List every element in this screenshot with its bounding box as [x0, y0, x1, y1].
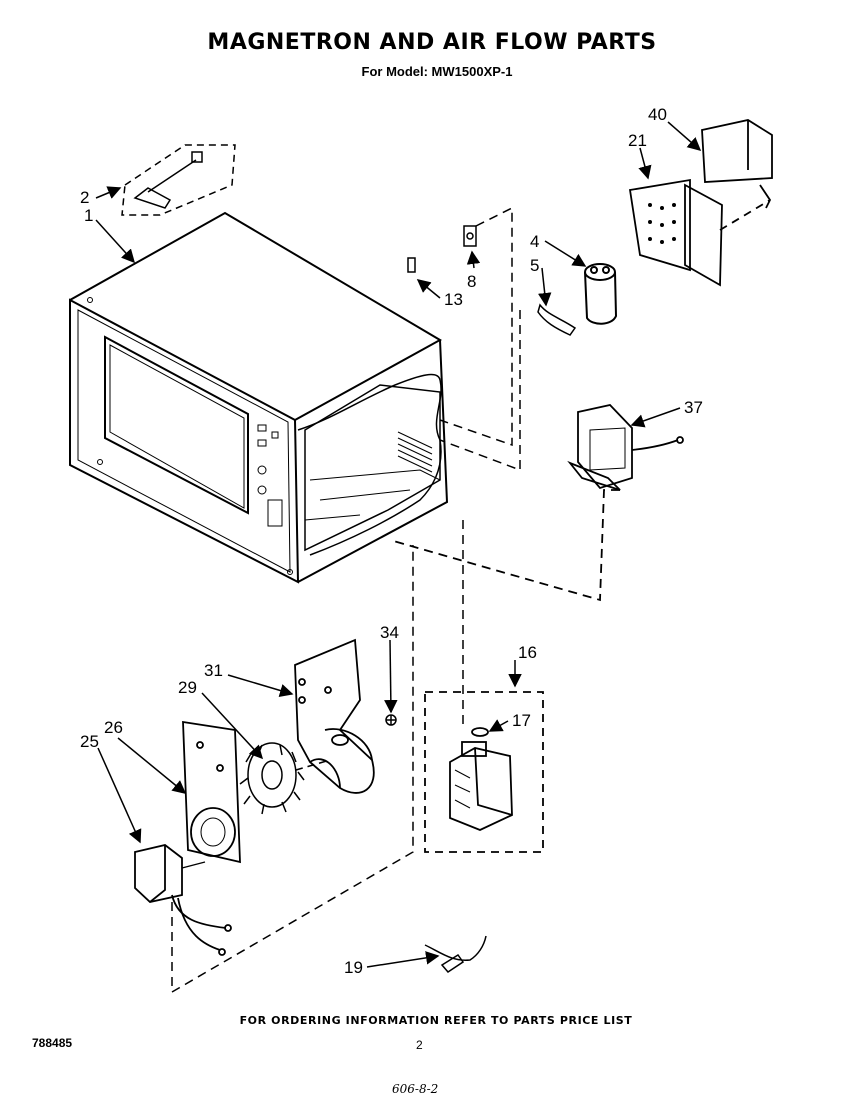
bracket-part-21	[628, 178, 771, 287]
screw-part-2	[121, 144, 236, 216]
callout-4: 4	[530, 232, 539, 251]
cover-part-40	[701, 119, 773, 209]
wire-tie-part-19	[424, 935, 487, 973]
switch-part-8	[439, 206, 513, 447]
magnetron-assembly-part-16	[424, 520, 544, 853]
callout-29: 29	[178, 678, 197, 697]
page-number: 2	[416, 1038, 423, 1052]
callout-26: 26	[104, 718, 123, 737]
screw-part-34	[385, 714, 397, 726]
capacitor-part-4	[584, 263, 618, 325]
document-number: 788485	[32, 1036, 73, 1050]
transformer-part-37	[389, 404, 684, 602]
fan-motor-part-25	[134, 545, 414, 994]
air-duct-part-31	[294, 638, 375, 794]
handwritten-note: 606-8-2	[392, 1082, 439, 1096]
callout-16: 16	[518, 643, 537, 662]
callout-37: 37	[684, 398, 703, 417]
cabinet-housing	[69, 211, 449, 584]
callout-2: 2	[80, 188, 89, 207]
model-subtitle: For Model: MW1500XP-1	[361, 64, 513, 79]
ordering-info-note: FOR ORDERING INFORMATION REFER TO PARTS …	[239, 1014, 633, 1027]
capacitor-bracket-part-5	[439, 303, 577, 472]
leader-lines	[95, 121, 702, 968]
callout-13: 13	[444, 290, 463, 309]
callout-25: 25	[80, 732, 99, 751]
callout-34: 34	[380, 623, 399, 642]
callout-1: 1	[84, 206, 93, 225]
callout-21: 21	[628, 131, 647, 150]
callout-labels: 2 1 13 8 4 5 21 40 37 16 17 34 31 29 26 …	[80, 105, 703, 977]
callout-8: 8	[467, 272, 476, 291]
callout-5: 5	[530, 256, 539, 275]
fan-blade-part-29	[239, 742, 331, 815]
callout-19: 19	[344, 958, 363, 977]
callout-40: 40	[648, 105, 667, 124]
fuse-part-13	[407, 257, 416, 273]
callout-17: 17	[512, 711, 531, 730]
motor-bracket-part-26	[182, 720, 241, 864]
page-title: MAGNETRON AND AIR FLOW PARTS	[207, 30, 657, 55]
callout-31: 31	[204, 661, 223, 680]
